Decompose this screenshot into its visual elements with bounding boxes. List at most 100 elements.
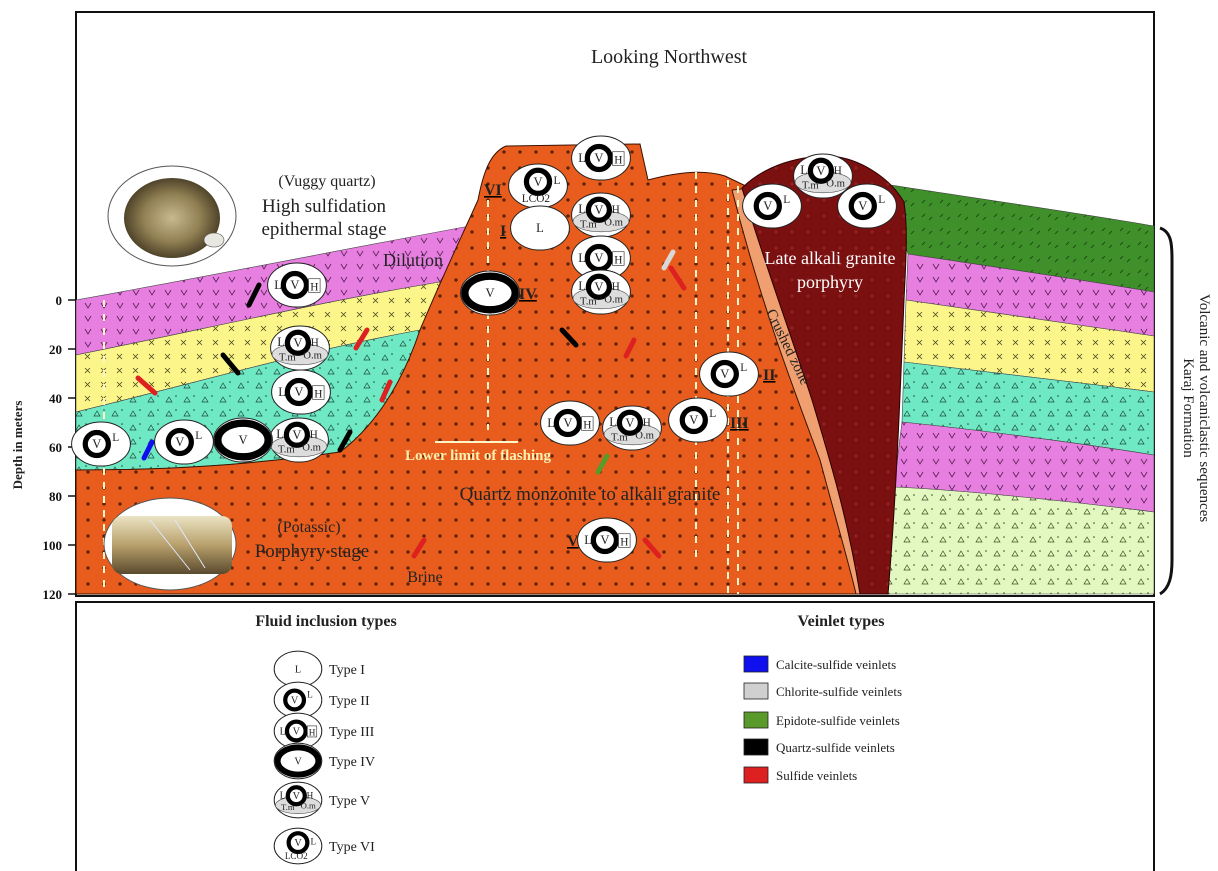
glyph-h: H [314,388,322,400]
glyph-om: O.m [302,442,321,454]
glyph-v: V [533,175,542,189]
glyph-v: V [485,286,494,300]
glyph-h: H [309,727,316,737]
y-tick-label: 80 [49,489,62,504]
label-high-sulf-1: High sulfidation [262,196,387,217]
glyph-v: V [294,838,302,849]
glyph-om: O.m [635,430,654,442]
veinlet-swatch [744,683,768,699]
legend-fluid-title: Fluid inclusion types [255,613,396,630]
label-late-granite-1: Late alkali granite [765,248,896,268]
glyph-l: L [553,175,560,187]
fluid-inclusion-III: LVH [572,136,631,180]
veinlet-swatch [744,656,768,672]
glyph-tm: T.m [611,432,628,444]
glyph-h: H [307,790,314,800]
glyph-l: L [310,836,316,846]
label-late-granite-2: porphyry [797,272,863,292]
legend-veinlet-label: Quartz-sulfide veinlets [776,740,895,755]
glyph-h: H [612,204,620,216]
glyph-tm: T.m [802,180,819,192]
y-axis-ticks: 020406080100120 [43,293,77,602]
fluid-inclusion-II: VL [669,398,728,442]
glyph-v: V [175,435,184,449]
right-bracket [1160,228,1172,594]
glyph-v: V [238,433,247,447]
right-strata [885,184,1154,594]
glyph-v: V [294,756,302,767]
glyph-lco2: LCO2 [285,851,308,861]
fluid-inclusion-IV: V [461,271,520,315]
glyph-l: L [578,202,586,216]
glyph-v: V [600,533,609,547]
label-dilution: Dilution [383,250,443,270]
fluid-inclusion-V: LVHT.mO.m [270,418,329,462]
glyph-h: H [310,281,318,293]
legend-frame [76,602,1154,871]
right-bracket-label-volcanic: Volcanic and volcaniclastic sequences [1196,294,1212,523]
legend-veinlet-label: Calcite-sulfide veinlets [776,657,896,672]
porphyry-core-photo [104,498,236,590]
glyph-l: L [307,689,313,699]
fluid-inclusion-IV: V [214,418,273,462]
legend-fluid-type-label: Type II [329,694,370,709]
legend-veinlet-label: Chlorite-sulfide veinlets [776,684,902,699]
glyph-l: L [609,415,617,429]
glyph-h: H [834,165,842,177]
glyph-v: V [594,203,603,217]
glyph-v: V [294,385,303,399]
roman-iii: III [730,415,749,432]
fluid-inclusion-IV: V [274,743,322,779]
glyph-v: V [293,791,301,802]
legend-fluid-type-label: Type IV [329,755,375,770]
glyph-h: H [614,154,622,166]
roman-iv: IV [519,286,537,303]
label-vuggy: (Vuggy quartz) [278,173,375,190]
glyph-v: V [763,199,772,213]
glyph-l: L [740,362,747,374]
veinlet-swatch [744,712,768,728]
glyph-v: V [816,164,825,178]
fluid-inclusion-III: LVH [578,518,637,562]
glyph-h: H [620,536,628,548]
veinlet-swatch [744,739,768,755]
y-tick-label: 40 [49,391,62,406]
fluid-inclusion-V: LVHT.mO.m [794,154,853,198]
glyph-v: V [290,278,299,292]
roman-i: I [500,223,506,240]
glyph-l: L [295,664,301,675]
vuggy-quartz-photo [108,166,236,266]
glyph-v: V [594,151,603,165]
legend-veinlet-label: Epidote-sulfide veinlets [776,713,900,728]
glyph-tm: T.m [279,352,296,364]
glyph-om: O.m [604,217,623,229]
glyph-l: L [536,221,544,235]
glyph-l: L [783,194,790,206]
label-porphyry-stage: Porphyry stage [255,541,370,562]
glyph-l: L [578,279,586,293]
glyph-h: H [310,429,318,441]
legend-veinlet-label: Sulfide veinlets [776,768,857,783]
glyph-v: V [594,251,603,265]
glyph-h: H [583,419,591,431]
legend-fluid-type-label: Type VI [329,840,375,855]
glyph-l: L [878,194,885,206]
label-potassic: (Potassic) [277,519,340,536]
glyph-v: V [92,437,101,451]
fluid-inclusion-II: VL [72,422,131,466]
fluid-inclusion-I: L [511,206,570,250]
fluid-inclusion-V: LVHT.mO.m [572,270,631,314]
right-bracket-label-karaj: Karaj Formation [1180,358,1196,458]
glyph-v: V [293,726,301,737]
glyph-om: O.m [301,801,316,811]
fluid-inclusion-V: LVHT.mO.m [603,406,662,450]
label-lower-limit: Lower limit of flashing [405,448,551,464]
